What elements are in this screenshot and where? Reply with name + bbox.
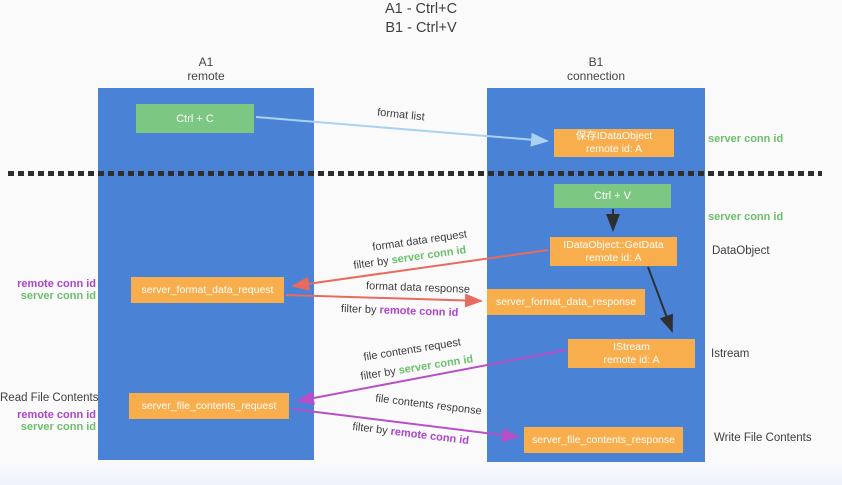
node-save-idataobject-line2: remote id: A	[585, 143, 643, 155]
node-istream: IStream remote id: A	[568, 339, 695, 368]
node-save-idataobject-line1: 保存IDataObject	[575, 130, 653, 142]
node-getdata-line1: IDataObject::GetData	[563, 238, 664, 251]
arrow-label-file-response-filter: filter by remote conn id	[352, 421, 470, 447]
node-ctrl-c-label: Ctrl + C	[176, 112, 214, 125]
label-write-file-contents: Write File Contents	[714, 432, 812, 444]
column-a1-subtitle: remote	[187, 69, 225, 83]
node-format-request-label: server_format_data_request	[141, 283, 274, 296]
node-istream-line2: remote id: A	[603, 353, 660, 366]
node-server-format-data-request: server_format_data_request	[131, 277, 284, 303]
column-header-b1: B1 connection	[487, 55, 705, 83]
label-dataobject: DataObject	[712, 245, 770, 257]
node-getdata-line2: remote id: A	[585, 251, 642, 264]
node-file-response-label: server_file_contents_response	[531, 433, 675, 446]
column-a1-id: A1	[198, 55, 214, 69]
arrow-label-format-data-response: format data response	[365, 280, 471, 296]
label-file-remote-conn-id: remote conn id	[17, 409, 96, 421]
filter-remote-conn-id: remote conn id	[389, 425, 470, 448]
arrow-format-data-response	[285, 293, 483, 308]
label-read-file-contents: Read File Contents	[0, 392, 99, 404]
label-istream: Istream	[711, 348, 750, 360]
filter-by-text: filter by	[359, 364, 400, 383]
node-ctrl-v-label: Ctrl + V	[594, 190, 631, 202]
arrow-label-format-list: format list	[376, 106, 426, 124]
filter-remote-conn-id: remote conn id	[379, 304, 459, 320]
node-server-format-data-response: server_format_data_response	[487, 289, 645, 315]
node-istream-line1: IStream	[613, 340, 650, 353]
label-file-server-conn-id: server conn id	[20, 421, 96, 433]
filter-by-text: filter by	[340, 302, 380, 317]
arrow-label-format-response-filter: filter by remote conn id	[341, 303, 459, 319]
label-group-format-conn-ids: remote conn id server conn id	[0, 278, 96, 302]
node-format-response-label: server_format_data_response	[495, 295, 637, 308]
label-group-file-conn-ids: remote conn id server conn id	[0, 409, 96, 433]
filter-server-conn-id: server conn id	[397, 353, 474, 377]
column-b1-id: B1	[588, 55, 604, 69]
filter-by-text: filter by	[352, 254, 393, 272]
column-header-a1: A1 remote	[98, 55, 314, 83]
label-server-conn-id-top: server conn id	[708, 133, 784, 145]
arrow-label-file-contents-response: file contents response	[374, 392, 483, 418]
label-format-server-conn-id: server conn id	[20, 290, 96, 302]
label-format-remote-conn-id: remote conn id	[17, 278, 96, 290]
column-b1-subtitle: connection	[566, 69, 626, 83]
title-line-1: A1 - Ctrl+C	[384, 1, 458, 17]
label-server-conn-id-mid: server conn id	[708, 211, 784, 223]
node-server-file-contents-response: server_file_contents_response	[524, 427, 683, 453]
node-ctrl-v: Ctrl + V	[554, 184, 671, 208]
node-save-idataobject: 保存IDataObject remote id: A	[554, 129, 674, 157]
filter-by-text: filter by	[351, 420, 392, 438]
node-file-request-label: server_file_contents_request	[141, 399, 277, 412]
dotted-divider	[8, 171, 822, 176]
title-line-2: B1 - Ctrl+V	[385, 20, 457, 36]
node-idataobject-getdata: IDataObject::GetData remote id: A	[550, 237, 677, 266]
node-ctrl-c: Ctrl + C	[136, 104, 254, 133]
diagram-title: A1 - Ctrl+C B1 - Ctrl+V	[0, 0, 842, 38]
node-server-file-contents-request: server_file_contents_request	[129, 393, 289, 419]
